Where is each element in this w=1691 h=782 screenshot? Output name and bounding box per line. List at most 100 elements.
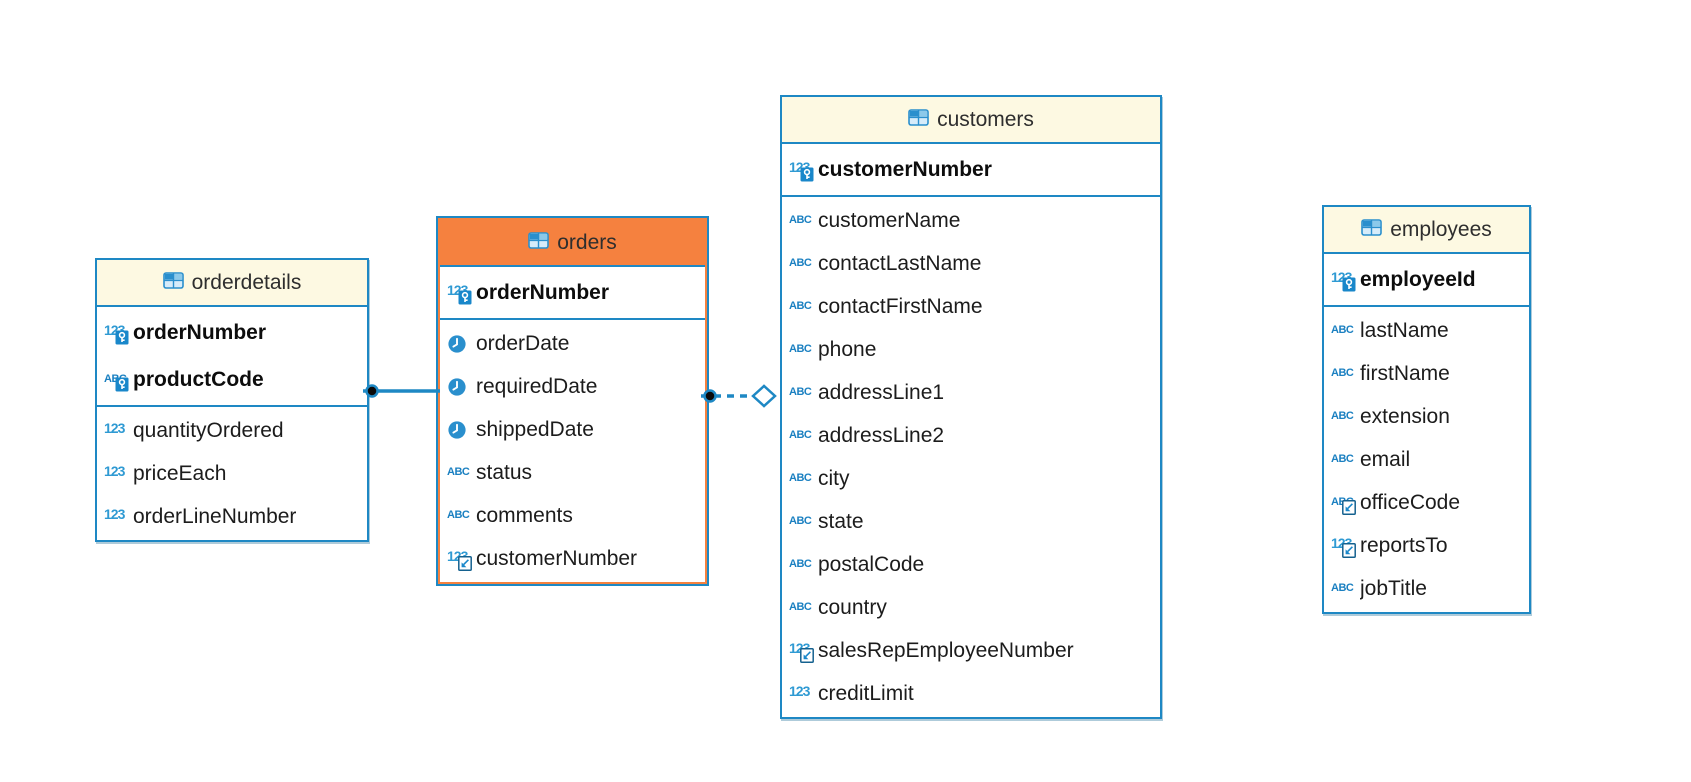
- numeric-type-icon: 123: [1331, 534, 1360, 558]
- text-type-icon: ABC: [1331, 319, 1360, 343]
- column-row-orderLineNumber[interactable]: 123 orderLineNumber: [97, 495, 367, 538]
- text-type-glyph: ABC: [1331, 410, 1354, 422]
- text-type-glyph: ABC: [789, 343, 812, 355]
- text-type-icon: ABC: [789, 295, 818, 319]
- foreign-key-badge: [1342, 499, 1356, 515]
- column-name: quantityOrdered: [133, 418, 284, 442]
- numeric-type-icon: 123: [104, 321, 133, 345]
- text-type-icon: ABC: [789, 424, 818, 448]
- table-header[interactable]: customers: [782, 97, 1160, 144]
- column-name: customerName: [818, 208, 961, 232]
- text-type-icon: ABC: [1331, 405, 1360, 429]
- table-header[interactable]: orders: [440, 220, 705, 267]
- column-row-shippedDate[interactable]: shippedDate: [440, 408, 705, 451]
- text-type-glyph: ABC: [447, 466, 470, 478]
- text-type-icon: ABC: [1331, 362, 1360, 386]
- text-type-icon: ABC: [447, 461, 476, 485]
- text-type-glyph: ABC: [1331, 453, 1354, 465]
- column-name: orderNumber: [476, 280, 610, 304]
- numeric-type-icon: 123: [1331, 268, 1360, 292]
- text-type-icon: ABC: [1331, 577, 1360, 601]
- primary-key-badge: [458, 290, 472, 305]
- text-type-glyph: ABC: [789, 386, 812, 398]
- table-header[interactable]: employees: [1324, 207, 1529, 254]
- datetime-type-icon: [447, 418, 476, 442]
- numeric-type-icon: 123: [104, 462, 133, 486]
- relationship-orders-to-customers[interactable]: [701, 384, 777, 408]
- column-row-requiredDate[interactable]: requiredDate: [440, 365, 705, 408]
- column-row-postalCode[interactable]: ABC postalCode: [782, 543, 1160, 586]
- text-type-glyph: ABC: [789, 558, 812, 570]
- column-name: addressLine1: [818, 380, 945, 404]
- primary-key-badge: [115, 377, 129, 392]
- number-type-glyph: 123: [789, 682, 810, 699]
- column-row-status[interactable]: ABC status: [440, 451, 705, 494]
- column-name: reportsTo: [1360, 533, 1448, 557]
- number-type-glyph: 123: [104, 462, 125, 479]
- column-name: priceEach: [133, 461, 227, 485]
- text-type-icon: ABC: [789, 209, 818, 233]
- column-name: salesRepEmployeeNumber: [818, 638, 1074, 662]
- column-row-priceEach[interactable]: 123 priceEach: [97, 452, 367, 495]
- column-name: comments: [476, 503, 573, 527]
- text-type-glyph: ABC: [789, 429, 812, 441]
- column-name: orderLineNumber: [133, 504, 297, 528]
- column-row-officeCode[interactable]: ABCofficeCode: [1324, 481, 1529, 524]
- column-row-creditLimit[interactable]: 123 creditLimit: [782, 672, 1160, 715]
- text-type-icon: ABC: [789, 467, 818, 491]
- relationship-orderdetails-to-orders[interactable]: [363, 384, 440, 398]
- number-type-glyph: 123: [104, 505, 125, 522]
- column-row-orderDate[interactable]: orderDate: [440, 322, 705, 365]
- table-header[interactable]: orderdetails: [97, 260, 367, 307]
- foreign-key-badge: [800, 647, 814, 663]
- text-type-icon: ABC: [1331, 448, 1360, 472]
- text-type-glyph: ABC: [789, 515, 812, 527]
- numeric-type-icon: 123: [789, 639, 818, 663]
- column-row-addressLine2[interactable]: ABC addressLine2: [782, 414, 1160, 457]
- foreign-key-badge: [458, 555, 472, 571]
- column-name: jobTitle: [1360, 576, 1427, 600]
- column-row-addressLine1[interactable]: ABC addressLine1: [782, 371, 1160, 414]
- column-name: creditLimit: [818, 681, 914, 705]
- column-name: extension: [1360, 404, 1450, 428]
- numeric-type-icon: 123: [104, 419, 133, 443]
- text-type-glyph: ABC: [1331, 367, 1354, 379]
- text-type-icon: ABC: [104, 368, 133, 392]
- column-row-extension[interactable]: ABC extension: [1324, 395, 1529, 438]
- column-name: contactLastName: [818, 251, 982, 275]
- column-name: addressLine2: [818, 423, 945, 447]
- column-name: status: [476, 460, 533, 484]
- column-name: orderDate: [476, 331, 570, 355]
- column-name: postalCode: [818, 552, 925, 576]
